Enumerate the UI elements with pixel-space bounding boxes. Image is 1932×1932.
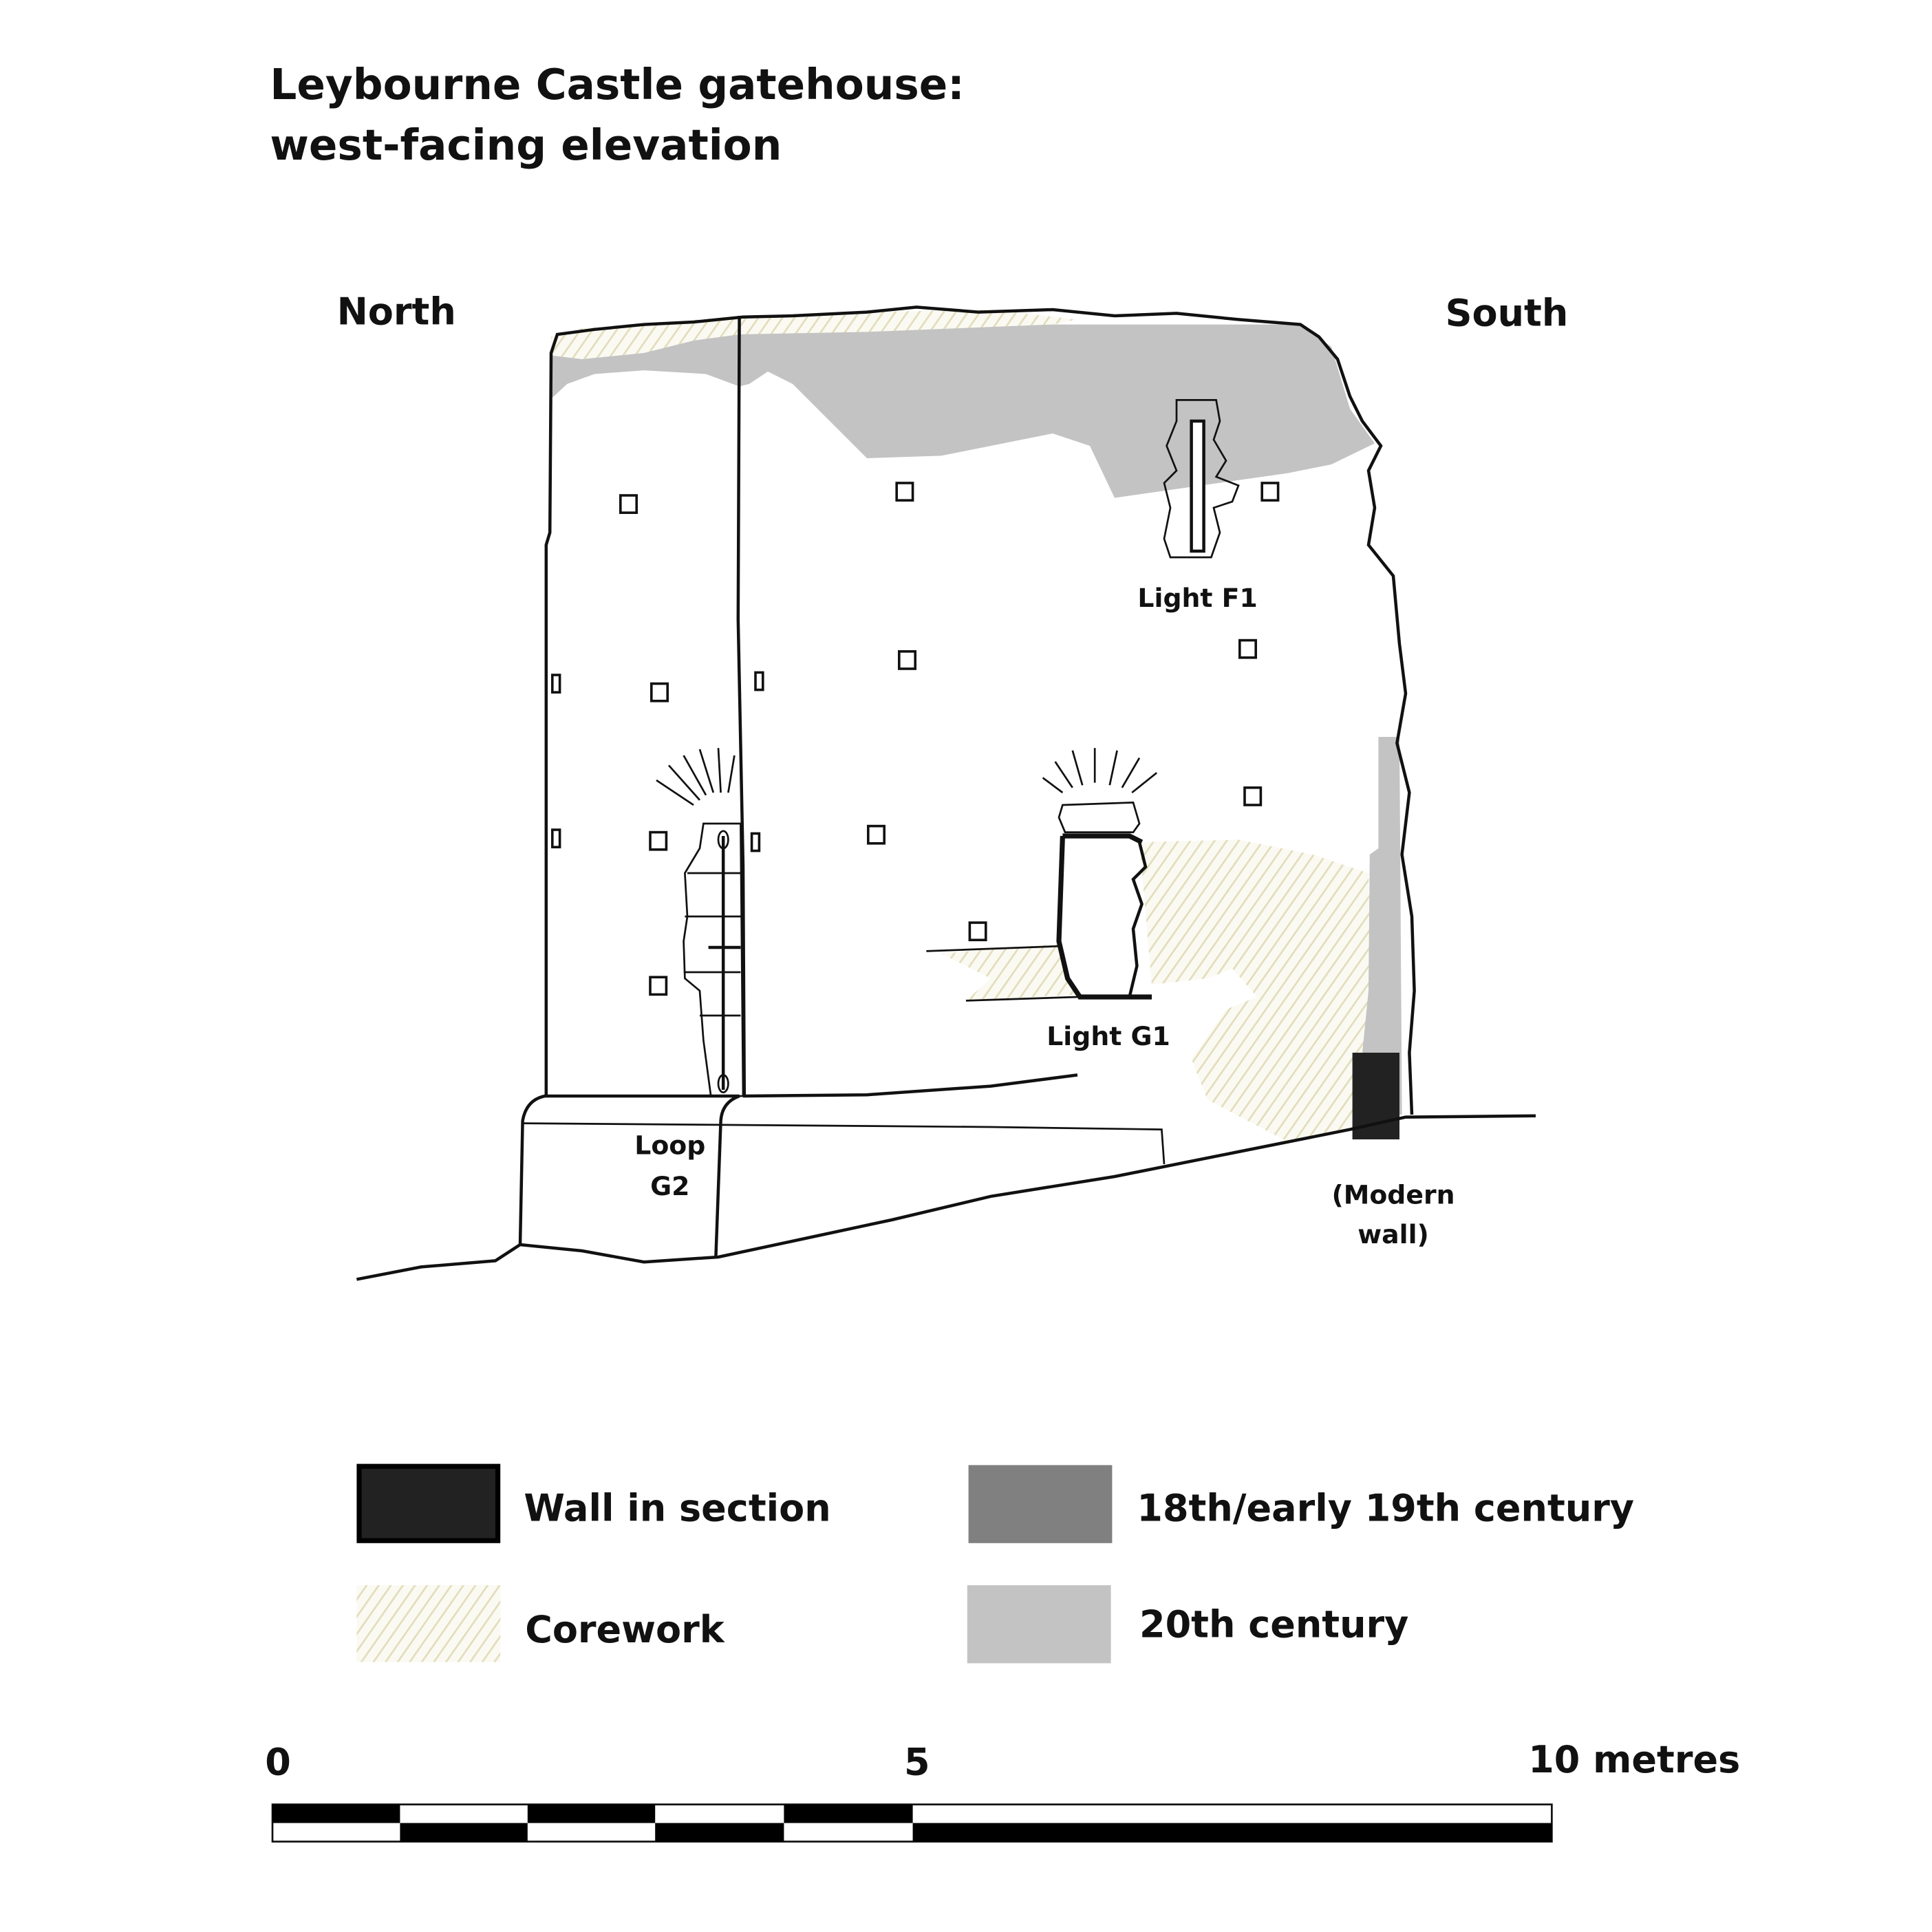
- legend-swatch-corework: [356, 1585, 501, 1662]
- legend-label-18th-century: 18th/early 19th century: [1137, 1486, 1634, 1530]
- loop-g2-slit: [708, 836, 741, 1090]
- scale-label-10: 10 metres: [1528, 1738, 1740, 1781]
- plinth-outline: [518, 1073, 1078, 1258]
- modern-wall-label-line-2: wall): [1357, 1219, 1429, 1249]
- loop-g2-stones: [683, 822, 744, 1097]
- tower-junction-line: [736, 315, 747, 1097]
- corework-sill: [941, 943, 1077, 1001]
- twentieth-century-strip: [1356, 737, 1402, 1121]
- legend-label-corework: Corework: [525, 1608, 725, 1651]
- legend-swatch-wall-in-section: [356, 1463, 501, 1543]
- title-line-2: west-facing elevation: [270, 121, 782, 170]
- loop-g2-label-line-2: G2: [650, 1171, 689, 1201]
- light-g1-right-jamb: [1128, 841, 1148, 998]
- light-g1-sill-lines: [926, 945, 1078, 1002]
- legend-swatch-20th-century: [967, 1585, 1111, 1664]
- title-line-1: Leybourne Castle gatehouse:: [270, 61, 964, 109]
- loop-g2-rays: [656, 748, 736, 806]
- corework-lower: [1139, 839, 1373, 1142]
- legend: Wall in section 18th/early 19th century …: [356, 1463, 1634, 1664]
- loop-g2-label-line-1: Loop: [634, 1130, 705, 1161]
- plinth-inner-line: [522, 1122, 1166, 1165]
- gatehouse-outline: [544, 305, 1416, 1115]
- north-label: North: [337, 290, 456, 334]
- scale-bar: 0 5 10 metres: [265, 1738, 1740, 1843]
- legend-label-20th-century: 20th century: [1139, 1603, 1408, 1646]
- light-g1-arch-stone: [1058, 802, 1141, 833]
- modern-wall-label-line-1: (Modern: [1331, 1180, 1455, 1210]
- light-g1-rays: [1042, 748, 1158, 794]
- putlog-holes: [551, 482, 1280, 996]
- light-g1-label: Light G1: [1046, 1021, 1170, 1051]
- light-f1-slit: [1190, 419, 1205, 553]
- twentieth-century-area-right: [739, 324, 1375, 498]
- loop-g2-oillet-top: [717, 830, 729, 850]
- loop-g2-oillet-bottom: [717, 1074, 729, 1093]
- south-label: South: [1446, 291, 1569, 334]
- light-f1-label: Light F1: [1137, 583, 1257, 613]
- twentieth-century-area-left: [551, 334, 740, 399]
- light-f1-stones: [1163, 399, 1240, 559]
- legend-label-wall-in-section: Wall in section: [524, 1486, 830, 1530]
- scale-label-0: 0: [265, 1740, 291, 1783]
- scale-label-5: 5: [904, 1740, 930, 1783]
- ground-line: [356, 1114, 1536, 1281]
- legend-swatch-18th-century: [968, 1465, 1113, 1543]
- light-g1-outline: [1056, 833, 1152, 1000]
